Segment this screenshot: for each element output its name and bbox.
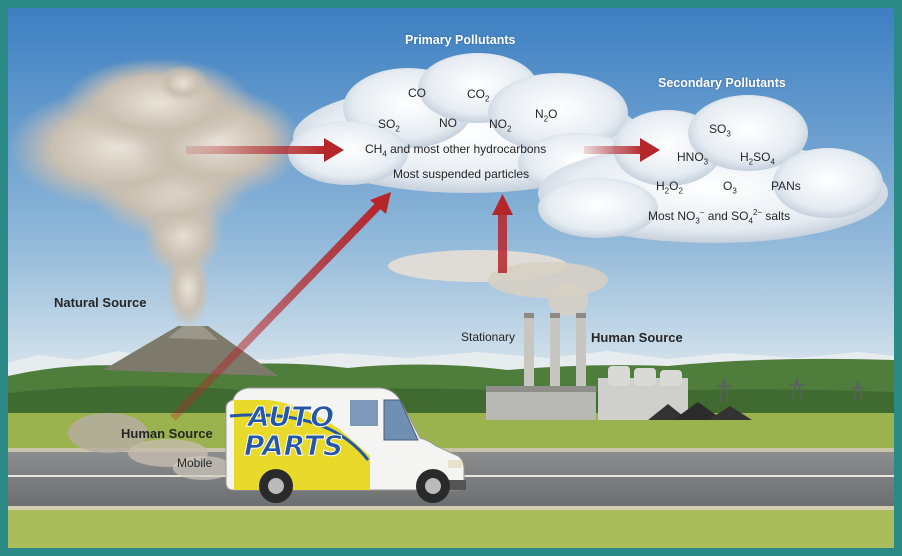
scene-illustration: AUTO PARTS [8, 8, 894, 548]
pollutant-no: NO [439, 116, 457, 130]
mobile-label: Mobile [177, 456, 213, 470]
primary-pollutants-title: Primary Pollutants [405, 33, 516, 47]
natural-source-label: Natural Source [54, 295, 147, 310]
pollutant-pans: PANs [771, 179, 801, 193]
van-logo-parts: PARTS [244, 429, 343, 462]
human-source-mobile-label: Human Source [121, 426, 213, 441]
pollution-diagram: AUTO PARTS Primary Pollutants Secondary … [8, 8, 894, 548]
road-shoulder-bottom [8, 506, 894, 510]
secondary-pollutant-cloud [538, 95, 888, 243]
pollutant-ch4-hydrocarbons: CH4 and most other hydrocarbons [365, 142, 547, 159]
van-exhaust [68, 413, 233, 480]
secondary-pollutants-title: Secondary Pollutants [658, 76, 786, 90]
pollutant-so3: SO3 [709, 122, 731, 139]
pollutant-co2: CO2 [467, 87, 490, 104]
factory-smoke [388, 250, 608, 316]
arrow-mobile-to-primary [170, 192, 391, 421]
pollutant-co: CO [408, 86, 426, 100]
pollutant-so2: SO2 [378, 117, 400, 134]
volcano [103, 326, 278, 376]
pollutant-o3: O3 [723, 179, 737, 196]
human-source-stationary-label: Human Source [591, 330, 683, 345]
power-plant [486, 313, 752, 420]
volcano-plume [8, 58, 303, 328]
van-logo-auto: AUTO [246, 400, 334, 433]
road-shoulder-top [8, 448, 894, 452]
pollutant-h2so4: H2SO4 [740, 150, 775, 167]
pollutant-hno3: HNO3 [677, 150, 709, 167]
auto-parts-van: AUTO PARTS [225, 387, 466, 503]
power-pylons [717, 377, 865, 404]
pollutant-no2: NO2 [489, 117, 512, 134]
pollutant-suspended-particles: Most suspended particles [393, 167, 530, 181]
arrow-stationary-to-primary [492, 194, 513, 273]
arrow-natural-to-primary [186, 138, 344, 162]
stationary-label: Stationary [461, 330, 516, 344]
arrow-primary-to-secondary [584, 138, 660, 162]
pollutant-h2o2: H2O2 [656, 179, 683, 196]
pollutant-n2o: N2O [535, 107, 558, 124]
grass-foreground [8, 508, 894, 548]
pollutant-salts: Most NO3− and SO42− salts [648, 208, 791, 226]
